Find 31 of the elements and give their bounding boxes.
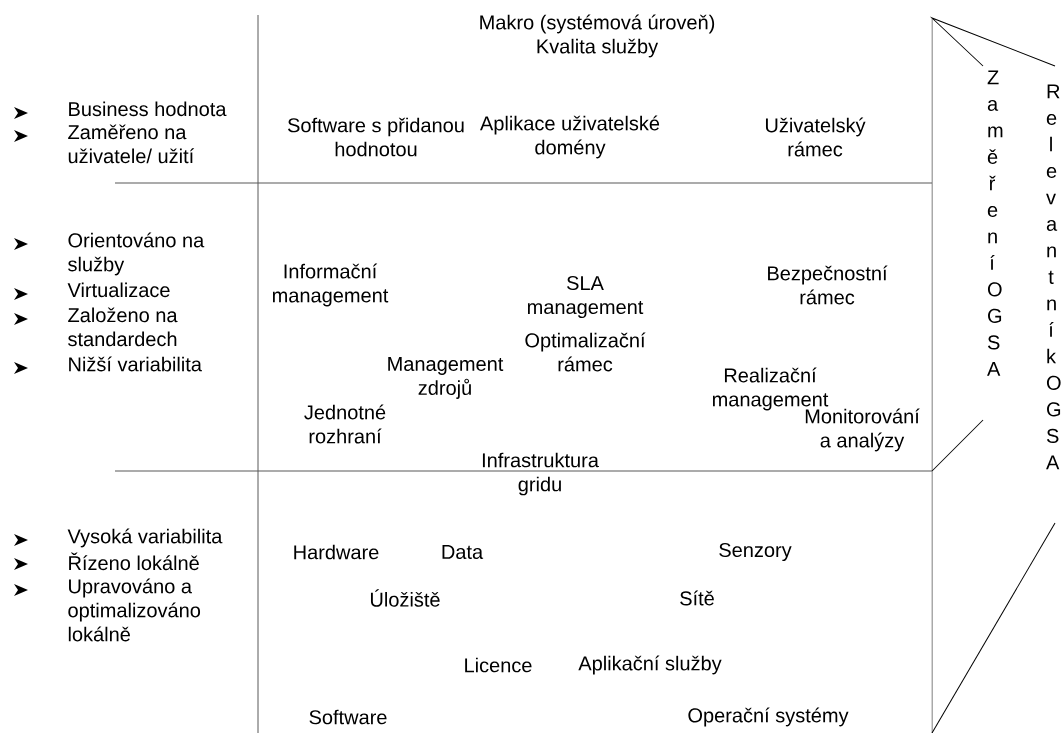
vertical-text: Zaměření OGSA	[987, 70, 1003, 376]
component-label: Uživatelský rámec	[766, 117, 866, 157]
component-label: Hardware	[294, 544, 379, 560]
bullet-text: Orientováno na služby	[68, 232, 205, 276]
bullet-text: Business hodnota	[69, 101, 227, 117]
vertical-text: Relevantní k OGSA	[1046, 84, 1061, 470]
component-label: Infrastruktura gridu	[482, 452, 599, 496]
component-label: Informační management	[272, 263, 389, 307]
bullet-text: Zaměřeno na uživatele/ užití	[68, 124, 195, 164]
component-label: Licence	[465, 657, 532, 673]
component-label: Aplikace uživatelské domény	[480, 115, 660, 159]
bullet-text: Upravováno a optimalizováno lokálně	[68, 578, 201, 642]
component-label: Senzory	[719, 542, 792, 562]
component-label: Software	[309, 709, 387, 725]
component-label: Jednotné rozhraní	[304, 404, 386, 444]
component-label: SLA management	[527, 275, 644, 319]
component-label: Optimalizační rámec	[525, 332, 646, 372]
component-label: Data	[442, 545, 484, 559]
bullet-text: Založeno na standardech	[68, 307, 178, 347]
component-label: Aplikační služby	[578, 655, 722, 675]
bullet-text: Vysoká variabilita	[67, 528, 223, 548]
bullet-text: Nižší variabilita	[69, 356, 202, 372]
bullet-text: Řízeno lokálně	[69, 552, 199, 571]
bullet-text: Virtualizace	[67, 282, 170, 298]
component-label: Software s přidanou hodnotou	[288, 117, 464, 157]
component-label: Sítě	[680, 590, 714, 606]
component-label: Management zdrojů	[388, 357, 504, 399]
heading-text: Makro (systémová úroveň) Kvalita služby	[480, 14, 715, 58]
component-label: Operační systémy	[688, 707, 849, 727]
component-label: Úložiště	[371, 589, 440, 607]
component-label: Bezpečnostní rámec	[768, 265, 888, 305]
